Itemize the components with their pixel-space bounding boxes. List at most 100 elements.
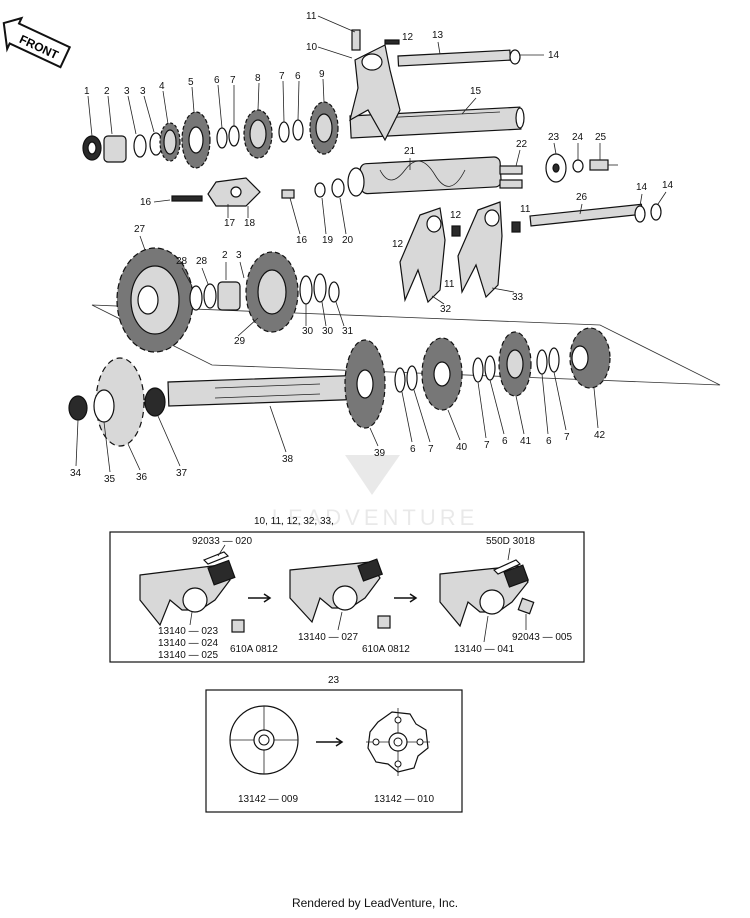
seal-37 bbox=[144, 387, 166, 417]
callout: 7 bbox=[484, 440, 490, 451]
callout: 7 bbox=[279, 71, 285, 82]
fork-label-a3: 13140 — 025 bbox=[158, 650, 218, 661]
callout: 25 bbox=[595, 132, 607, 143]
callout: 18 bbox=[244, 218, 256, 229]
callout: 35 bbox=[104, 474, 116, 485]
fork-label-b: 13140 — 027 bbox=[298, 632, 358, 643]
shift-rod-26 bbox=[529, 203, 662, 227]
bolt-16 bbox=[171, 189, 295, 202]
callout: 41 bbox=[520, 436, 532, 447]
callout: 14 bbox=[662, 180, 674, 191]
callout: 31 bbox=[342, 326, 354, 337]
plate-label-new: 13142 — 010 bbox=[374, 794, 434, 805]
gear-39 bbox=[344, 339, 386, 429]
shift-fork-33 bbox=[457, 201, 503, 299]
callout-labels: 1 2 3 3 4 5 6 7 8 7 6 9 10 11 12 13 14 1… bbox=[70, 11, 674, 485]
shaft-38 bbox=[167, 375, 352, 407]
watermark-text: LEADVENTURE bbox=[272, 505, 479, 530]
callout: 3 bbox=[236, 250, 242, 261]
callout: 7 bbox=[428, 444, 434, 455]
callout: 6 bbox=[295, 71, 301, 82]
callout: 1 bbox=[84, 86, 90, 97]
callout: 10 bbox=[306, 42, 318, 53]
fork-variant-c bbox=[439, 559, 535, 628]
fork-label-a2: 13140 — 024 bbox=[158, 638, 218, 649]
callout: 4 bbox=[159, 81, 165, 92]
callout: 11 bbox=[444, 279, 455, 290]
drum-plate-23 bbox=[545, 153, 567, 183]
washer-24 bbox=[572, 159, 584, 173]
callout: 27 bbox=[134, 224, 146, 235]
callout: 19 bbox=[322, 235, 334, 246]
callout: 7 bbox=[564, 432, 570, 443]
shift-rod-13 bbox=[397, 49, 521, 67]
callout: 33 bbox=[512, 292, 524, 303]
callout: 14 bbox=[636, 182, 648, 193]
callout: 12 bbox=[392, 239, 404, 250]
callout: 12 bbox=[450, 210, 462, 221]
input-shaft-assembly bbox=[82, 101, 525, 169]
fork-label-a1: 13140 — 023 bbox=[158, 626, 218, 637]
footer-credit: Rendered by LeadVenture, Inc. bbox=[291, 896, 459, 910]
arrow-a-to-b bbox=[248, 593, 272, 603]
roller-label-c: 92043 — 005 bbox=[512, 632, 572, 643]
callout: 11 bbox=[520, 204, 531, 215]
callout: 6 bbox=[502, 436, 508, 447]
gear-27 bbox=[116, 247, 194, 353]
panel1-box bbox=[109, 531, 585, 663]
arrow-plate bbox=[316, 737, 344, 747]
output-shaft-assembly bbox=[68, 327, 611, 447]
gear-41 bbox=[498, 331, 532, 397]
panel2-box bbox=[205, 689, 463, 813]
roller-label-b: 610A 0812 bbox=[362, 644, 410, 655]
callout: 39 bbox=[374, 448, 386, 459]
callout: 11 bbox=[306, 11, 317, 22]
callout: 13 bbox=[432, 30, 444, 41]
bolt-25 bbox=[589, 159, 618, 171]
shift-drum-21 bbox=[347, 156, 523, 197]
arrow-b-to-c bbox=[394, 593, 418, 603]
callout: 21 bbox=[404, 146, 416, 157]
plate-label-old: 13142 — 009 bbox=[238, 794, 298, 805]
shift-fork-10 bbox=[349, 29, 401, 142]
callout: 16 bbox=[296, 235, 308, 246]
callout: 16 bbox=[140, 197, 152, 208]
callout: 7 bbox=[230, 75, 236, 86]
callout: 40 bbox=[456, 442, 468, 453]
callout: 2 bbox=[222, 250, 228, 261]
callout: 42 bbox=[594, 430, 606, 441]
gear-5 bbox=[181, 111, 211, 169]
callout: 5 bbox=[188, 77, 194, 88]
neutral-switch-17 bbox=[207, 177, 261, 207]
callout: 2 bbox=[104, 86, 110, 97]
gear-42 bbox=[569, 327, 611, 389]
callout: 12 bbox=[402, 32, 414, 43]
callout: 24 bbox=[572, 132, 584, 143]
pin-label-a: 92033 — 020 bbox=[192, 536, 252, 547]
front-arrow-badge: FRONT bbox=[2, 16, 72, 69]
callout: 6 bbox=[214, 75, 220, 86]
callout: 23 bbox=[548, 132, 560, 143]
panel2-header: 23 bbox=[328, 675, 340, 686]
callout: 30 bbox=[322, 326, 334, 337]
callout: 29 bbox=[234, 336, 246, 347]
panel1-header: 10, 11, 12, 32, 33, bbox=[254, 516, 334, 527]
callout: 30 bbox=[302, 326, 314, 337]
gear-40 bbox=[421, 337, 463, 411]
callout: 34 bbox=[70, 468, 82, 479]
callout: 3 bbox=[140, 86, 146, 97]
callout: 32 bbox=[440, 304, 452, 315]
pin-label-c: 550D 3018 bbox=[486, 536, 535, 547]
callout: 3 bbox=[124, 86, 130, 97]
callout: 28 bbox=[176, 256, 188, 267]
gear-29 bbox=[245, 251, 299, 333]
callout: 37 bbox=[176, 468, 188, 479]
fork-label-c: 13140 — 041 bbox=[454, 644, 514, 655]
callout: 28 bbox=[196, 256, 208, 267]
callout: 26 bbox=[576, 192, 588, 203]
drum-plate-new bbox=[366, 708, 430, 776]
callout: 8 bbox=[255, 73, 261, 84]
callout: 20 bbox=[342, 235, 354, 246]
gear-9 bbox=[309, 101, 339, 155]
callout: 22 bbox=[516, 139, 528, 150]
